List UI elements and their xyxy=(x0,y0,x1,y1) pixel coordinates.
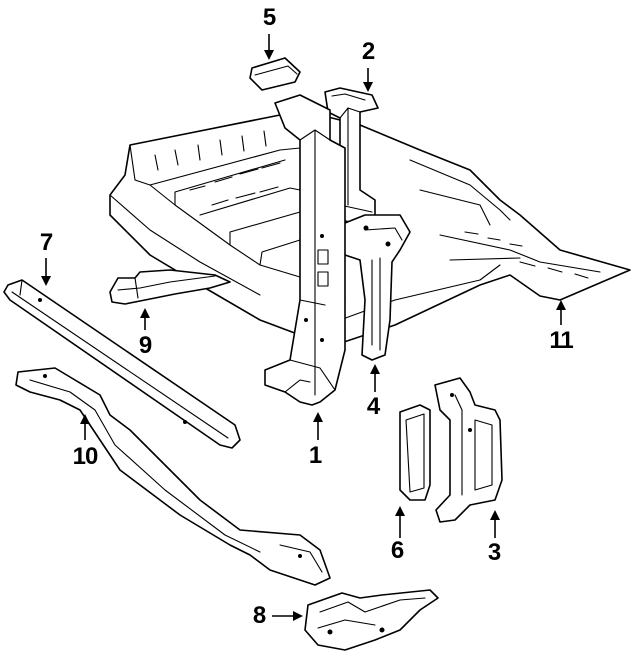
part-8-bottom-bracket xyxy=(304,589,439,651)
callout-1: 1 xyxy=(308,442,322,469)
callout-11: 11 xyxy=(549,327,573,354)
part-7-rocker-sill xyxy=(3,279,241,449)
part-2-tunnel-pillar xyxy=(324,87,379,226)
callout-5: 5 xyxy=(262,4,276,31)
part-5-bracket xyxy=(249,57,301,91)
part-9-cross-member xyxy=(109,269,231,305)
callout-6: 6 xyxy=(390,537,404,564)
part-10-frame-rail xyxy=(15,367,331,586)
part-3-rear-pillar xyxy=(434,377,503,523)
callout-9: 9 xyxy=(138,332,152,359)
callout-10: 10 xyxy=(72,443,99,470)
part-6-pillar-panel xyxy=(399,404,431,501)
part-4-tunnel-reinforcement xyxy=(339,214,411,361)
callout-7: 7 xyxy=(39,229,53,256)
callout-8: 8 xyxy=(252,602,266,629)
callout-3: 3 xyxy=(487,539,501,566)
callout-4: 4 xyxy=(366,393,380,420)
callout-2: 2 xyxy=(361,38,375,65)
part-1-center-rail xyxy=(264,94,346,406)
callout-leaders xyxy=(41,34,566,621)
